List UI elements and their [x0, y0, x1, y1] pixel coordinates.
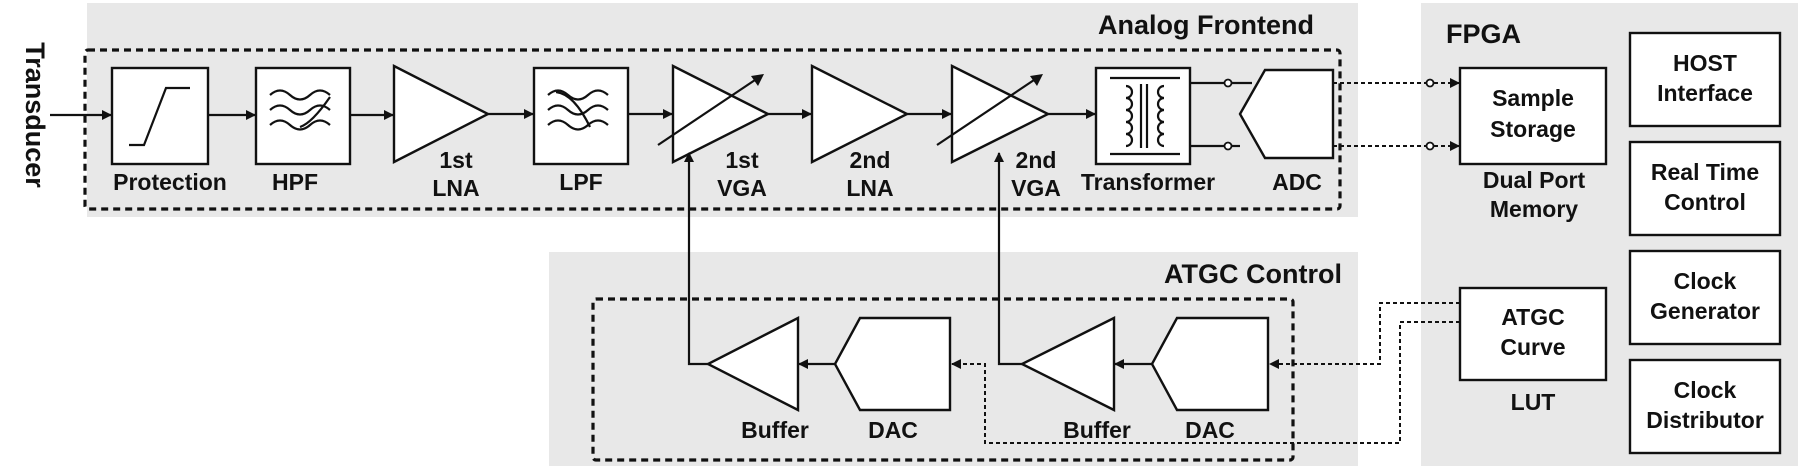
- host-line2: Interface: [1657, 80, 1753, 106]
- dac1-label: DAC: [868, 417, 918, 443]
- dac2-label: DAC: [1185, 417, 1235, 443]
- variable-amplifier-icon: [950, 64, 1051, 164]
- filter-icon: [269, 89, 331, 131]
- clkgen-line1: Clock: [1674, 268, 1737, 294]
- limiter-icon: [129, 86, 190, 147]
- atgc-curve-line2: Curve: [1500, 334, 1565, 360]
- buffer1-amplifier-icon: [705, 316, 800, 412]
- hpf-block: [254, 66, 352, 166]
- analog-frontend-title: Analog Frontend: [1098, 10, 1314, 40]
- atgc-control-title: ATGC Control: [1164, 259, 1342, 289]
- link-atgc-dac2: [1269, 302, 1460, 369]
- dual-port-line2: Memory: [1490, 196, 1578, 222]
- transducer-label: Transducer: [20, 42, 50, 188]
- clkdist-line1: Clock: [1674, 377, 1737, 403]
- vga2-block: [936, 64, 1051, 164]
- vga1-block: [657, 64, 771, 164]
- link-atgc-dac1: [951, 321, 1460, 444]
- clock-generator-block: [1628, 249, 1782, 346]
- dual-port-line1: Dual Port: [1483, 167, 1586, 193]
- lna2-amplifier-icon: [810, 64, 910, 164]
- clkgen-line2: Generator: [1650, 298, 1760, 324]
- lna2-label-line1: 2nd: [850, 147, 891, 173]
- buffer2-label: Buffer: [1063, 417, 1131, 443]
- atgc-curve-block: [1458, 286, 1608, 382]
- clock-distributor-block: [1628, 358, 1782, 455]
- host-line1: HOST: [1673, 50, 1737, 76]
- wire-buffer2-vga2: [994, 152, 1022, 366]
- vga2-label-line1: 2nd: [1016, 147, 1057, 173]
- vga1-label-line1: 1st: [725, 147, 759, 173]
- atgc-control-frame: [591, 297, 1295, 462]
- adc-label: ADC: [1272, 169, 1322, 195]
- lut-label: LUT: [1511, 389, 1556, 415]
- rtc-line1: Real Time: [1651, 159, 1759, 185]
- host-interface-block: [1628, 31, 1782, 128]
- protection-label: Protection: [113, 169, 227, 195]
- real-time-control-block: [1628, 140, 1782, 237]
- atgc-curve-line1: ATGC: [1501, 304, 1564, 330]
- transformer-icon: [1110, 76, 1180, 156]
- rtc-line2: Control: [1664, 189, 1746, 215]
- lna1-label-line2: LNA: [432, 175, 479, 201]
- transformer-label: Transformer: [1081, 169, 1215, 195]
- lna2-label-line2: LNA: [846, 175, 893, 201]
- dac1-icon: [833, 316, 952, 412]
- analog-frontend-frame: [83, 48, 1342, 211]
- lna1-amplifier-icon: [392, 64, 491, 164]
- adc-icon: [1238, 68, 1335, 160]
- lpf-label: LPF: [559, 169, 602, 195]
- variable-amplifier-icon: [671, 64, 771, 164]
- sample-storage-line1: Sample: [1492, 85, 1574, 111]
- sample-storage-line2: Storage: [1490, 116, 1576, 142]
- fpga-title: FPGA: [1446, 19, 1521, 49]
- buffer1-label: Buffer: [741, 417, 809, 443]
- lna1-label-line1: 1st: [439, 147, 473, 173]
- transformer-block: [1094, 66, 1192, 166]
- lpf-block: [532, 66, 630, 166]
- dac2-icon: [1150, 316, 1270, 412]
- vga1-label-line2: VGA: [717, 175, 767, 201]
- sample-storage-block: [1458, 66, 1608, 166]
- clkdist-line2: Distributor: [1646, 407, 1764, 433]
- filter-icon: [547, 89, 609, 131]
- wire-buffer1-vga1: [684, 152, 708, 366]
- vga2-label-line2: VGA: [1011, 175, 1061, 201]
- protection-block: [110, 66, 210, 166]
- buffer2-amplifier-icon: [1019, 316, 1116, 412]
- hpf-label: HPF: [272, 169, 318, 195]
